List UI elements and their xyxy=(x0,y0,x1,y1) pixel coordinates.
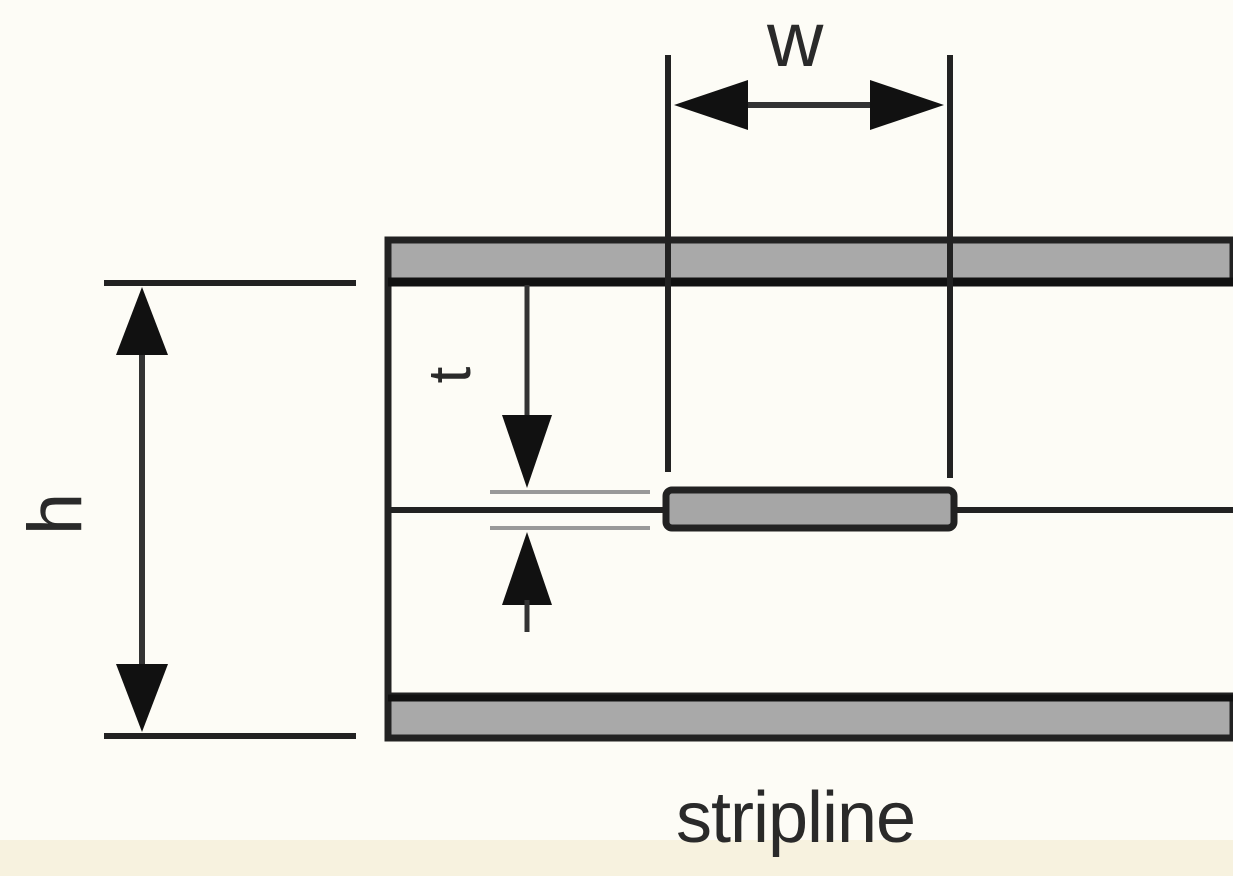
thickness-label: t xyxy=(416,366,483,384)
thickness-arrow-up xyxy=(502,532,552,605)
bottom-strip xyxy=(0,840,1233,876)
height-arrow-top xyxy=(116,287,168,355)
diagram-caption: stripline xyxy=(676,778,916,858)
height-arrow-bottom xyxy=(116,664,168,732)
bottom-ground-plane xyxy=(384,692,1233,742)
width-label: w xyxy=(767,0,824,83)
strip-conductor xyxy=(662,486,958,532)
height-label: h xyxy=(13,492,98,536)
width-arrow-right xyxy=(870,80,944,130)
thickness-arrow-down xyxy=(502,415,552,488)
top-ground-plane xyxy=(384,236,1233,286)
width-arrow-left xyxy=(674,80,748,130)
